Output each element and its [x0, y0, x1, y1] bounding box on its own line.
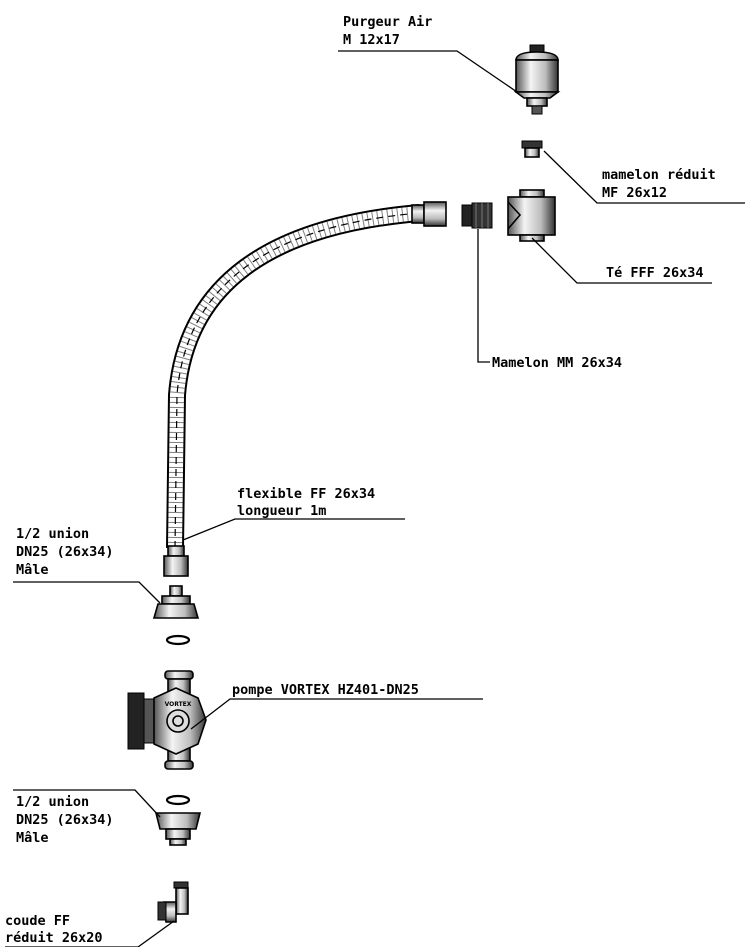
male-nipple-leader: [477, 229, 490, 363]
male-nipple-label: Mamelon MM 26x34: [492, 355, 622, 371]
svg-text:MF 26x12: MF 26x12: [602, 185, 667, 201]
svg-text:DN25 (26x34): DN25 (26x34): [16, 544, 114, 560]
union-bottom-part: [154, 812, 202, 846]
svg-text:réduit 26x20: réduit 26x20: [5, 930, 103, 946]
pump-brand-text: VORTEX: [165, 701, 192, 708]
svg-text:1/2 union: 1/2 union: [16, 526, 89, 542]
reducing-nipple-part: [521, 140, 543, 158]
flexible-hose-label: flexible FF 26x34 longueur 1m: [237, 486, 375, 519]
union-bottom-leader: [13, 789, 161, 818]
svg-text:Purgeur Air: Purgeur Air: [343, 14, 432, 30]
tee-fitting-part: [507, 189, 556, 242]
elbow-label: coude FF réduit 26x20: [5, 913, 103, 946]
union-top-leader: [13, 581, 161, 604]
reducing-nipple-label: mamelon réduit MF 26x12: [602, 167, 716, 201]
circulator-pump: VORTEX: [127, 670, 207, 770]
pump-label: pompe VORTEX HZ401-DN25: [232, 682, 419, 698]
svg-text:flexible FF 26x34: flexible FF 26x34: [237, 486, 375, 502]
svg-text:mamelon réduit: mamelon réduit: [602, 167, 716, 183]
gasket-top: [165, 634, 191, 646]
svg-text:longueur 1m: longueur 1m: [237, 503, 326, 519]
reducing-nipple-leader: [543, 150, 745, 204]
union-bottom-label: 1/2 union DN25 (26x34) Mâle: [16, 794, 114, 846]
tee-fitting-leader: [531, 237, 712, 284]
male-nipple-part: [461, 202, 493, 229]
svg-text:Mâle: Mâle: [16, 562, 49, 578]
svg-text:1/2 union: 1/2 union: [16, 794, 89, 810]
tee-fitting-label: Té FFF 26x34: [606, 265, 704, 281]
svg-text:coude FF: coude FF: [5, 913, 70, 929]
gasket-bottom: [165, 794, 191, 806]
pump-leader: [190, 698, 483, 730]
elbow-fitting-part: [157, 881, 189, 923]
svg-text:Mâle: Mâle: [16, 830, 49, 846]
union-top-label: 1/2 union DN25 (26x34) Mâle: [16, 526, 114, 578]
air-purger-leader: [338, 50, 521, 95]
flexible-hose-leader: [182, 518, 405, 541]
flexible-hose: [163, 201, 447, 577]
union-top-part: [152, 585, 200, 619]
air-purger-label: Purgeur Air M 12x17: [343, 14, 432, 48]
svg-text:M 12x17: M 12x17: [343, 32, 400, 48]
air-purger-part: [513, 44, 561, 115]
elbow-leader: [5, 920, 175, 947]
svg-text:DN25 (26x34): DN25 (26x34): [16, 812, 114, 828]
